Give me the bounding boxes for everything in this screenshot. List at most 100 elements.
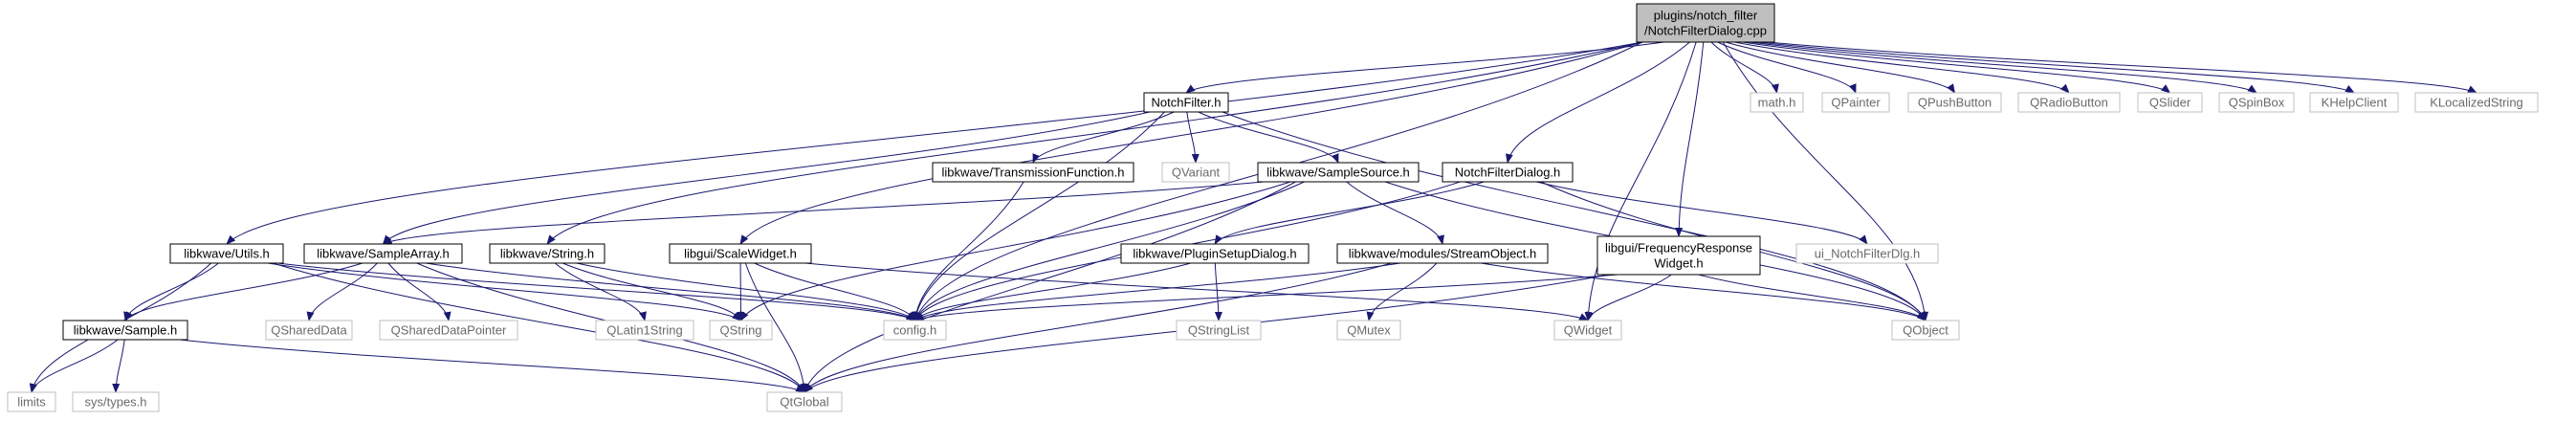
node-samplesource_h[interactable]: libkwave/SampleSource.h [1257,162,1420,183]
node-qradiobutton: QRadioButton [2017,92,2121,113]
node-label-qstringlist-0: QStringList [1188,323,1250,338]
node-label-string_h-0: libkwave/String.h [500,247,594,261]
node-box-qshareddata [265,320,353,341]
edge-root-to-klocalizedstring [1767,41,2477,94]
node-box-utils_h [169,243,284,264]
node-qobject: QObject [1891,320,1960,341]
node-label-qwidget-0: QWidget [1564,323,1613,338]
node-qspinbox: QSpinBox [2218,92,2295,113]
node-box-klocalizedstring [2414,92,2539,113]
edge-root-to-qobject [1722,41,1929,321]
node-label-math_h-0: math.h [1758,96,1796,110]
edge-streamobject_h-to-qmutex [1366,262,1438,321]
node-qstring: QString [709,320,773,341]
edge-samplesource_h-to-streamobject_h [1346,181,1444,245]
node-label-scalewidget_h-0: libgui/ScaleWidget.h [684,247,797,261]
node-transmission_h[interactable]: libkwave/TransmissionFunction.h [932,162,1134,183]
node-layer: plugins/notch_filter/NotchFilterDialog.c… [7,3,2539,412]
node-box-streamobject_h [1336,243,1549,264]
node-label-qlatin1string-0: QLatin1String [606,323,683,338]
node-notchfilter_h[interactable]: NotchFilter.h [1143,92,1229,113]
node-box-qvariant [1161,162,1230,183]
edge-root-to-notchfilter_h [1185,41,1664,94]
edge-root-to-khelpclient [1757,41,2355,94]
edge-scalewidget_h-to-config_h [754,262,915,321]
node-pluginsetup_h[interactable]: libkwave/PluginSetupDialog.h [1120,243,1310,264]
edge-notchfilter_h-to-qobject [1222,111,1926,321]
node-box-samplesource_h [1257,162,1420,183]
node-string_h[interactable]: libkwave/String.h [489,243,605,264]
edge-freqresp_h-to-qobject [1698,274,1926,321]
node-label-qshareddatapointer-0: QSharedDataPointer [391,323,507,338]
node-label-qslider-0: QSlider [2149,96,2191,110]
node-label-root-0: plugins/notch_filter [1654,9,1758,23]
edge-root-to-qpushbutton [1725,41,1956,94]
node-label-transmission_h-0: libkwave/TransmissionFunction.h [942,166,1125,180]
edge-pluginsetup_h-to-config_h [914,262,1192,321]
node-sample_h[interactable]: libkwave/Sample.h [62,320,188,341]
node-khelpclient: KHelpClient [2309,92,2399,113]
node-samplearray_h[interactable]: libkwave/SampleArray.h [303,243,463,264]
node-box-ui_notch [1795,243,1939,264]
node-qtglobal: QtGlobal [766,391,843,412]
node-label-limits-0: limits [17,395,46,410]
node-utils_h[interactable]: libkwave/Utils.h [169,243,284,264]
node-scalewidget_h[interactable]: libgui/ScaleWidget.h [669,243,812,264]
edge-notchfilterdialog_h-to-pluginsetup_h [1214,181,1485,245]
edge-root-to-qspinbox [1750,41,2257,94]
edge-notchfilter_h-to-qvariant [1186,111,1200,164]
node-box-pluginsetup_h [1120,243,1310,264]
edge-streamobject_h-to-qtglobal [804,262,1392,393]
node-box-qobject [1891,320,1960,341]
node-box-qradiobutton [2017,92,2121,113]
node-label-streamobject_h-0: libkwave/modules/StreamObject.h [1349,247,1537,261]
edge-samplearray_h-to-qshareddata [306,262,378,321]
edge-root-to-freqresp_h [1675,41,1705,237]
node-klocalizedstring: KLocalizedString [2414,92,2539,113]
node-label-samplearray_h-0: libkwave/SampleArray.h [317,247,449,261]
node-root[interactable]: plugins/notch_filter/NotchFilterDialog.c… [1636,3,1775,43]
node-label-qvariant-0: QVariant [1172,166,1221,180]
node-box-qwidget [1553,320,1622,341]
edge-root-to-qpainter [1717,41,1857,94]
node-label-qmutex-0: QMutex [1347,323,1391,338]
node-qshareddatapointer: QSharedDataPointer [379,320,518,341]
node-qslider: QSlider [2137,92,2203,113]
node-qshareddata: QSharedData [265,320,353,341]
edge-layer [29,41,2477,393]
edge-root-to-qslider [1742,41,2171,94]
node-config_h: config.h [883,320,947,341]
edge-samplesource_h-to-qtglobal [804,181,1296,393]
node-box-math_h [1750,92,1804,113]
edge-root-to-config_h [914,41,1643,321]
edge-samplearray_h-to-sample_h [124,262,363,321]
node-qstringlist: QStringList [1176,320,1262,341]
node-box-string_h [489,243,605,264]
node-box-qshareddatapointer [379,320,518,341]
node-label-root-1: /NotchFilterDialog.cpp [1644,24,1767,38]
edge-notchfilter_h-to-samplesource_h [1198,111,1339,164]
edge-notchfilter_h-to-transmission_h [1032,111,1175,164]
edge-utils_h-to-qstring [267,262,742,321]
node-box-khelpclient [2309,92,2399,113]
node-label-sample_h-0: libkwave/Sample.h [74,323,177,338]
edge-streamobject_h-to-qobject [1481,262,1926,321]
node-box-qtglobal [766,391,843,412]
edge-root-to-utils_h [226,41,1643,245]
node-box-qstring [709,320,773,341]
node-limits: limits [7,391,56,412]
node-box-qlatin1string [595,320,694,341]
node-systypes_h: sys/types.h [72,391,160,412]
node-ui_notch: ui_NotchFilterDlg.h [1795,243,1939,264]
node-streamobject_h[interactable]: libkwave/modules/StreamObject.h [1336,243,1549,264]
node-qpainter: QPainter [1821,92,1890,113]
node-box-qslider [2137,92,2203,113]
node-label-systypes_h-0: sys/types.h [84,395,146,410]
node-box-limits [7,391,56,412]
edge-pluginsetup_h-to-qstringlist [1214,262,1222,321]
node-notchfilterdialog_h[interactable]: NotchFilterDialog.h [1442,162,1574,183]
node-box-qspinbox [2218,92,2295,113]
node-box-qmutex [1336,320,1401,341]
